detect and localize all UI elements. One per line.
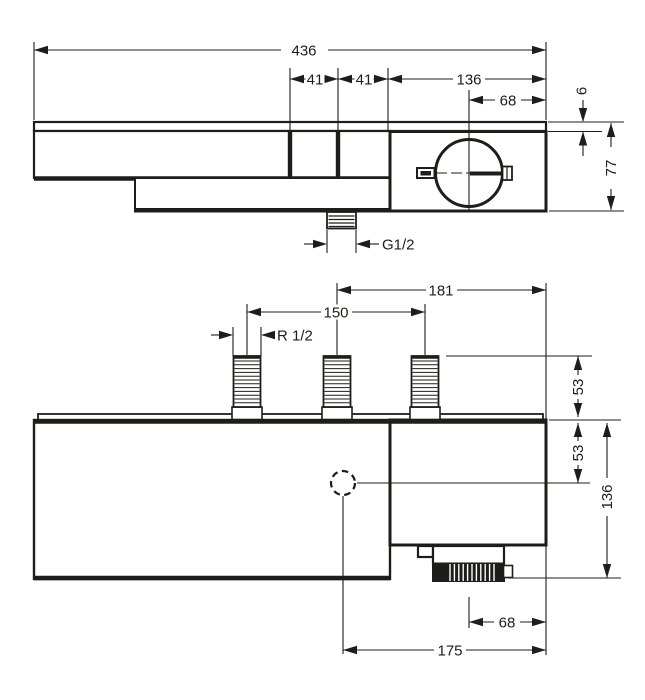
dim-stud-to-edge-label: 181 xyxy=(428,283,453,300)
dim-overall-width: 436 xyxy=(33,42,547,120)
front-view: 436 41 41 136 xyxy=(32,42,624,254)
plan-body xyxy=(32,355,590,654)
dim-height: 77 xyxy=(549,123,624,212)
dim-stud-spacing: 150 xyxy=(246,304,426,355)
dim-stud-to-edge: 181 xyxy=(336,282,547,419)
dim-outlet-depth: 53 xyxy=(570,423,587,483)
dim-knob-offset: 68 xyxy=(469,545,547,655)
dim-shelf-depth-label: 53 xyxy=(570,379,587,396)
dim-stud-thread-label: R 1/2 xyxy=(277,328,313,345)
dim-spacing1-label: 41 xyxy=(307,72,324,89)
dim-shelf-depth: 53 xyxy=(446,355,592,417)
supply-stud xyxy=(321,355,353,421)
dim-knob-offset-label: 68 xyxy=(499,615,516,632)
plan-view: 181 150 R 1/2 5 xyxy=(32,282,621,660)
dim-button-spacings: 41 41 136 xyxy=(289,68,546,130)
dim-outlet-depth-label: 53 xyxy=(570,445,587,462)
dim-height-label: 77 xyxy=(603,160,620,177)
dim-stud-spacing-label: 150 xyxy=(323,305,348,322)
dim-total-depth: 136 xyxy=(508,423,621,579)
supply-stud xyxy=(231,355,263,421)
hidden-outlet-circle xyxy=(329,469,357,497)
button-divider xyxy=(287,131,293,178)
front-body xyxy=(32,90,548,230)
dim-spacing2-label: 41 xyxy=(356,72,373,89)
dim-outlet-to-edge: 175 xyxy=(343,642,546,660)
dim-outlet-thread: G1/2 xyxy=(304,230,415,254)
supply-stud xyxy=(409,355,441,421)
dim-total-depth-label: 136 xyxy=(599,484,616,509)
dim-shelf-thickness: 6 xyxy=(548,87,624,156)
button-divider xyxy=(335,131,341,178)
dim-overall-width-label: 436 xyxy=(291,43,316,60)
temperature-knob xyxy=(416,544,514,582)
dim-handle-offset-label: 68 xyxy=(500,93,517,110)
body-outline xyxy=(32,418,392,581)
dim-stud-thread: R 1/2 xyxy=(211,327,313,356)
dim-shelf-thickness-label: 6 xyxy=(574,87,591,95)
dim-outlet-thread-label: G1/2 xyxy=(382,237,415,254)
dim-handle-offset: 68 xyxy=(469,92,546,110)
outlet-nipple xyxy=(326,211,357,230)
dim-module-width-label: 136 xyxy=(456,72,481,89)
dim-outlet-to-edge-label: 175 xyxy=(437,643,462,660)
body-lower xyxy=(134,177,391,213)
